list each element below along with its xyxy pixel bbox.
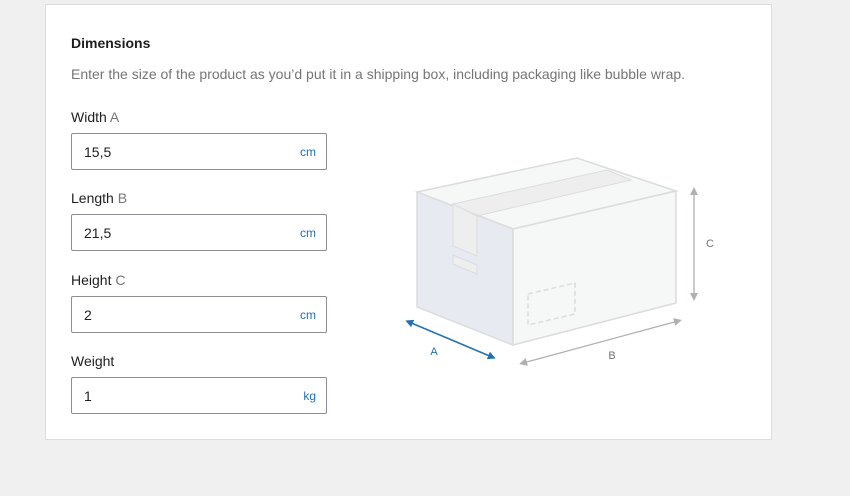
weight-unit: kg	[303, 389, 316, 403]
length-input[interactable]	[72, 215, 272, 250]
dimension-label-b: B	[608, 350, 615, 362]
height-input[interactable]	[72, 297, 272, 332]
length-label: Length B	[71, 190, 128, 206]
box-dimensions-illustration: A B C	[405, 157, 714, 366]
width-field-wrapper: cm	[71, 133, 327, 170]
height-letter: C	[115, 272, 126, 288]
length-field-wrapper: cm	[71, 214, 327, 251]
section-description: Enter the size of the product as you’d p…	[71, 66, 686, 82]
weight-input[interactable]	[72, 378, 272, 413]
dimension-label-c: C	[706, 238, 714, 250]
length-unit: cm	[300, 226, 316, 240]
dimension-arrow-b	[519, 318, 682, 366]
width-label: Width A	[71, 109, 120, 125]
width-input[interactable]	[72, 134, 272, 169]
box-right-face	[512, 190, 677, 346]
dimensions-card: Dimensions Enter the size of the product…	[45, 4, 772, 440]
height-unit: cm	[300, 308, 316, 322]
dimension-label-a: A	[430, 346, 438, 358]
length-letter: B	[117, 190, 128, 206]
width-unit: cm	[300, 145, 316, 159]
height-label: Height C	[71, 272, 126, 288]
height-field-wrapper: cm	[71, 296, 327, 333]
weight-field-wrapper: kg	[71, 377, 327, 414]
width-letter: A	[109, 109, 120, 125]
section-title: Dimensions	[71, 35, 151, 51]
weight-label: Weight	[71, 353, 115, 369]
box-shipping-label	[527, 282, 576, 326]
box-tape-strip	[452, 254, 478, 275]
dimension-arrow-a	[405, 319, 496, 360]
box-tape-flap	[452, 203, 478, 257]
